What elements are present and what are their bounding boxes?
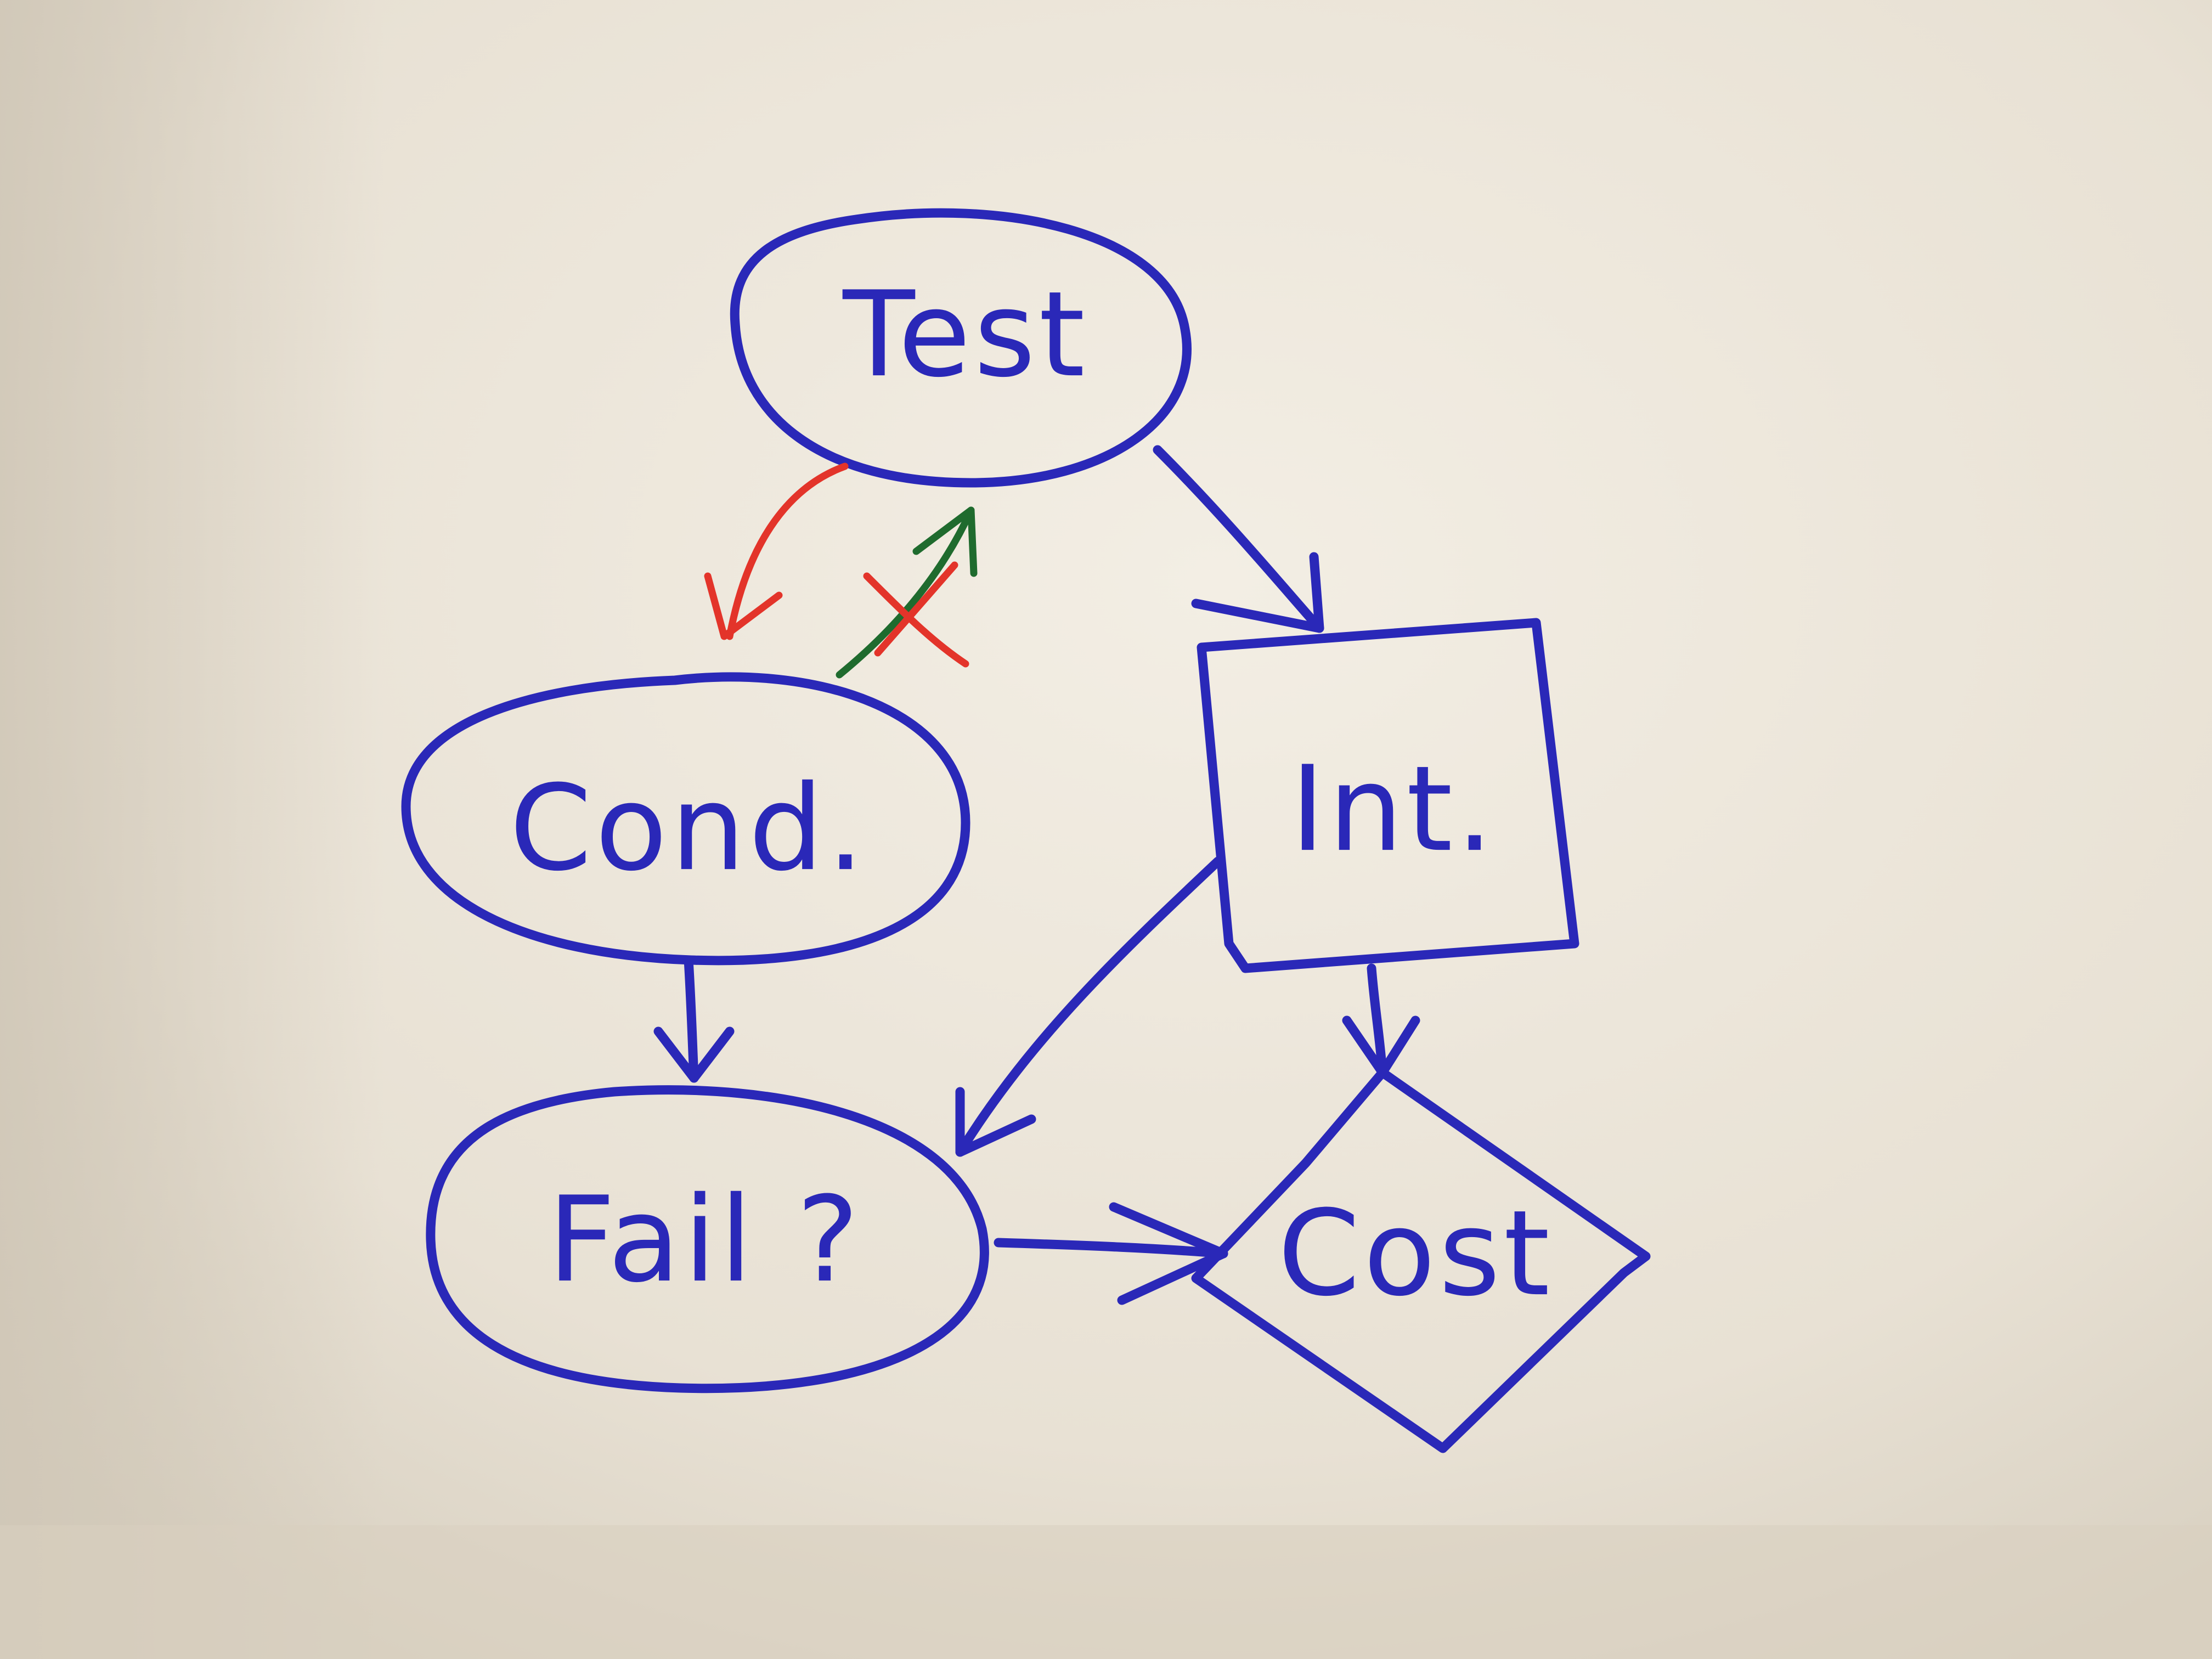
paper-edge-bottom (0, 1525, 2212, 1659)
cross-out-mark (863, 561, 969, 668)
edge-int-to-fail (955, 856, 1223, 1157)
node-test-shape (730, 208, 1192, 488)
node-fail-label: Fail ? (548, 1171, 862, 1308)
node-test-label: Test (842, 266, 1088, 403)
edge-fail-to-cost (994, 1202, 1228, 1305)
edge-cond-to-test-green (836, 506, 978, 679)
node-cond-label: Cond. (510, 759, 868, 897)
edge-test-to-int (1153, 445, 1324, 633)
node-cost-shape (1191, 1068, 1651, 1453)
node-cost-label: Cost (1278, 1184, 1553, 1322)
paper-shadow-left (0, 0, 384, 1659)
edge-cond-to-fail (653, 955, 735, 1083)
edge-test-to-cond-red (704, 462, 849, 640)
node-fail-shape (426, 1085, 989, 1393)
node-int-label: Int. (1290, 740, 1497, 878)
node-int-shape (1197, 618, 1579, 973)
edge-int-to-cost (1342, 963, 1420, 1077)
